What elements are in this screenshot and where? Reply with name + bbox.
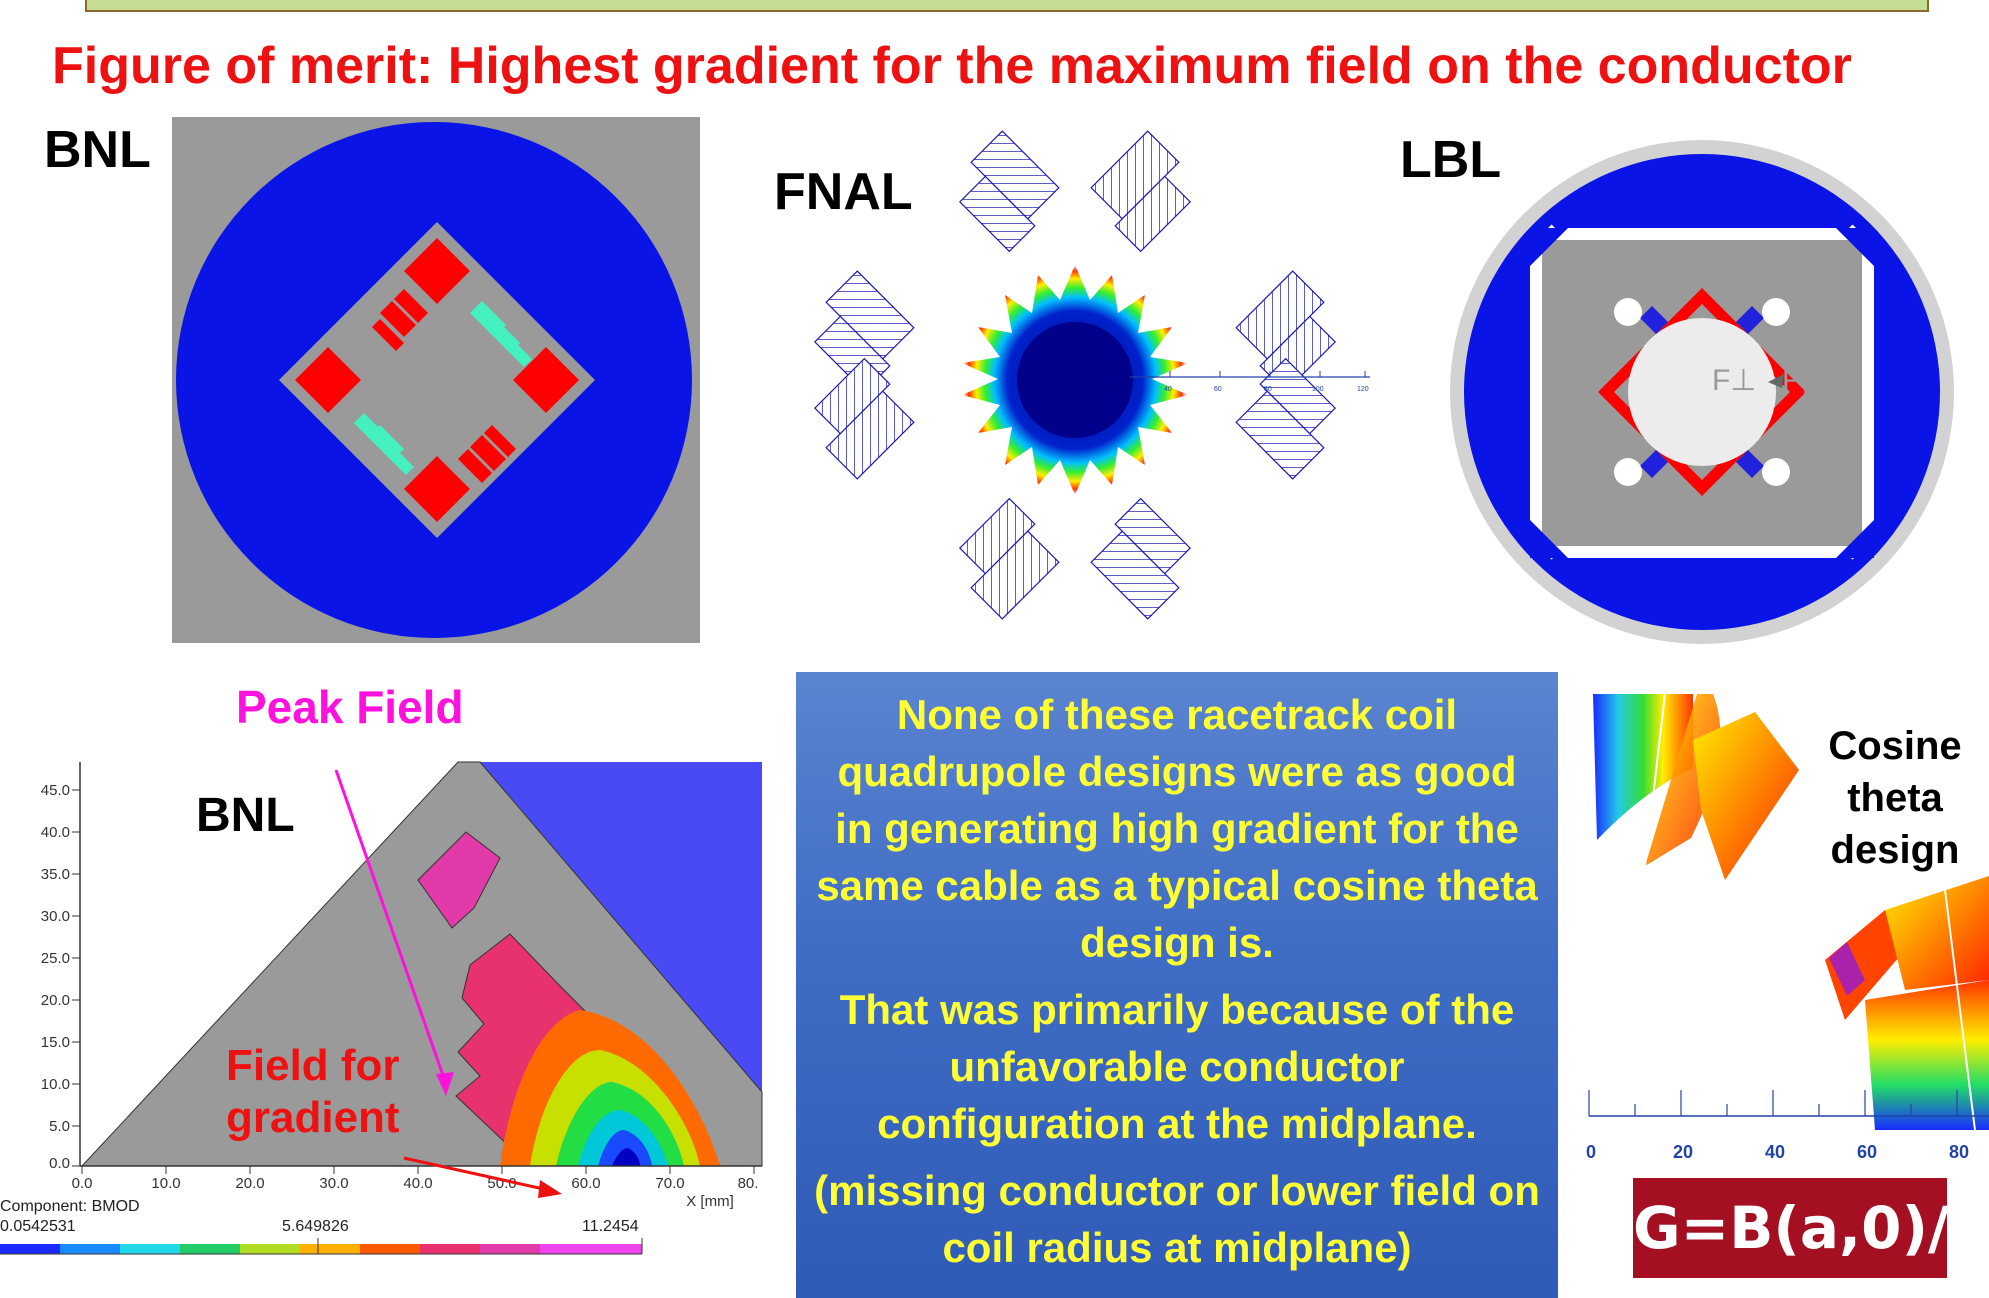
y-tick: 10.0	[41, 1076, 70, 1093]
scale-min: 0.0542531	[0, 1218, 76, 1235]
y-tick: 40.0	[41, 824, 70, 841]
cos-scale-tick: 0	[1586, 1142, 1596, 1160]
y-tick: 35.0	[41, 866, 70, 883]
x-tick: 40.0	[403, 1175, 432, 1192]
field-for-gradient-label: Field for gradient	[226, 1041, 400, 1142]
x-unit: X [mm]	[686, 1193, 734, 1210]
explanation-box: None of these racetrack coil quadrupole …	[796, 672, 1558, 1298]
x-tick: 10.0	[151, 1175, 180, 1192]
x-tick: 60.0	[571, 1175, 600, 1192]
bnl-label: BNL	[44, 121, 151, 179]
x-tick: 30.0	[319, 1175, 348, 1192]
y-tick: 15.0	[41, 1034, 70, 1051]
explanation-p3: (missing conductor or lower field on coi…	[814, 1167, 1540, 1271]
y-tick: 5.0	[49, 1118, 70, 1135]
f-par-label: F∥	[1782, 364, 1815, 397]
fnal-tick-1: 60	[1214, 386, 1222, 393]
top-banner-strip	[85, 0, 1929, 12]
x-tick: 0.0	[72, 1175, 93, 1192]
cos-scale-tick: 20	[1673, 1142, 1693, 1160]
fnal-tick-2: 80	[1264, 386, 1272, 393]
x-tick: 80.	[738, 1175, 759, 1192]
gradient-formula: G=B(a,0)/a	[1633, 1178, 1988, 1278]
cos-scale-tick: 60	[1857, 1142, 1877, 1160]
bnl-cross-section	[172, 117, 700, 643]
cosine-theta-figure: 0 20 40 60 80	[1585, 690, 1989, 1160]
component-label: Component: BMOD	[0, 1198, 140, 1215]
slide-title: Figure of merit: Highest gradient for th…	[52, 37, 1852, 95]
lbl-cross-section: F⊥ F∥	[1448, 138, 1956, 646]
fnal-tick-0: 40	[1164, 386, 1172, 393]
y-tick: 45.0	[41, 782, 70, 799]
cos-scale-tick: 40	[1765, 1142, 1785, 1160]
explanation-p1: None of these racetrack coil quadrupole …	[816, 691, 1538, 966]
explanation-p2: That was primarily because of the unfavo…	[839, 986, 1515, 1147]
cosine-theta-label: Cosine theta design	[1828, 724, 1962, 872]
x-tick: 70.0	[655, 1175, 684, 1192]
color-scale-bar	[0, 1238, 643, 1255]
y-tick: 25.0	[41, 950, 70, 967]
fnal-tick-3: 100	[1312, 386, 1324, 393]
fnal-tick-4: 120	[1357, 386, 1369, 393]
y-tick: 20.0	[41, 992, 70, 1009]
lbl-label: LBL	[1400, 131, 1502, 189]
bnl-field-plot: 45.0 40.0 35.0 30.0 25.0 20.0 15.0 10.0 …	[0, 760, 770, 1280]
f-perp-label: F⊥	[1712, 364, 1756, 397]
fnal-label: FNAL	[774, 163, 913, 221]
x-tick: 20.0	[235, 1175, 264, 1192]
y-tick: 30.0	[41, 908, 70, 925]
y-tick: 0.0	[49, 1155, 70, 1172]
fnal-cross-section: 40 60 80 100 120	[800, 105, 1380, 645]
peak-field-label: Peak Field	[236, 681, 464, 733]
cos-scale-tick: 80	[1949, 1142, 1969, 1160]
scale-max: 11.2454	[582, 1218, 639, 1235]
bnl-plot-label: BNL	[196, 789, 295, 842]
scale-mid: 5.649826	[282, 1218, 349, 1235]
